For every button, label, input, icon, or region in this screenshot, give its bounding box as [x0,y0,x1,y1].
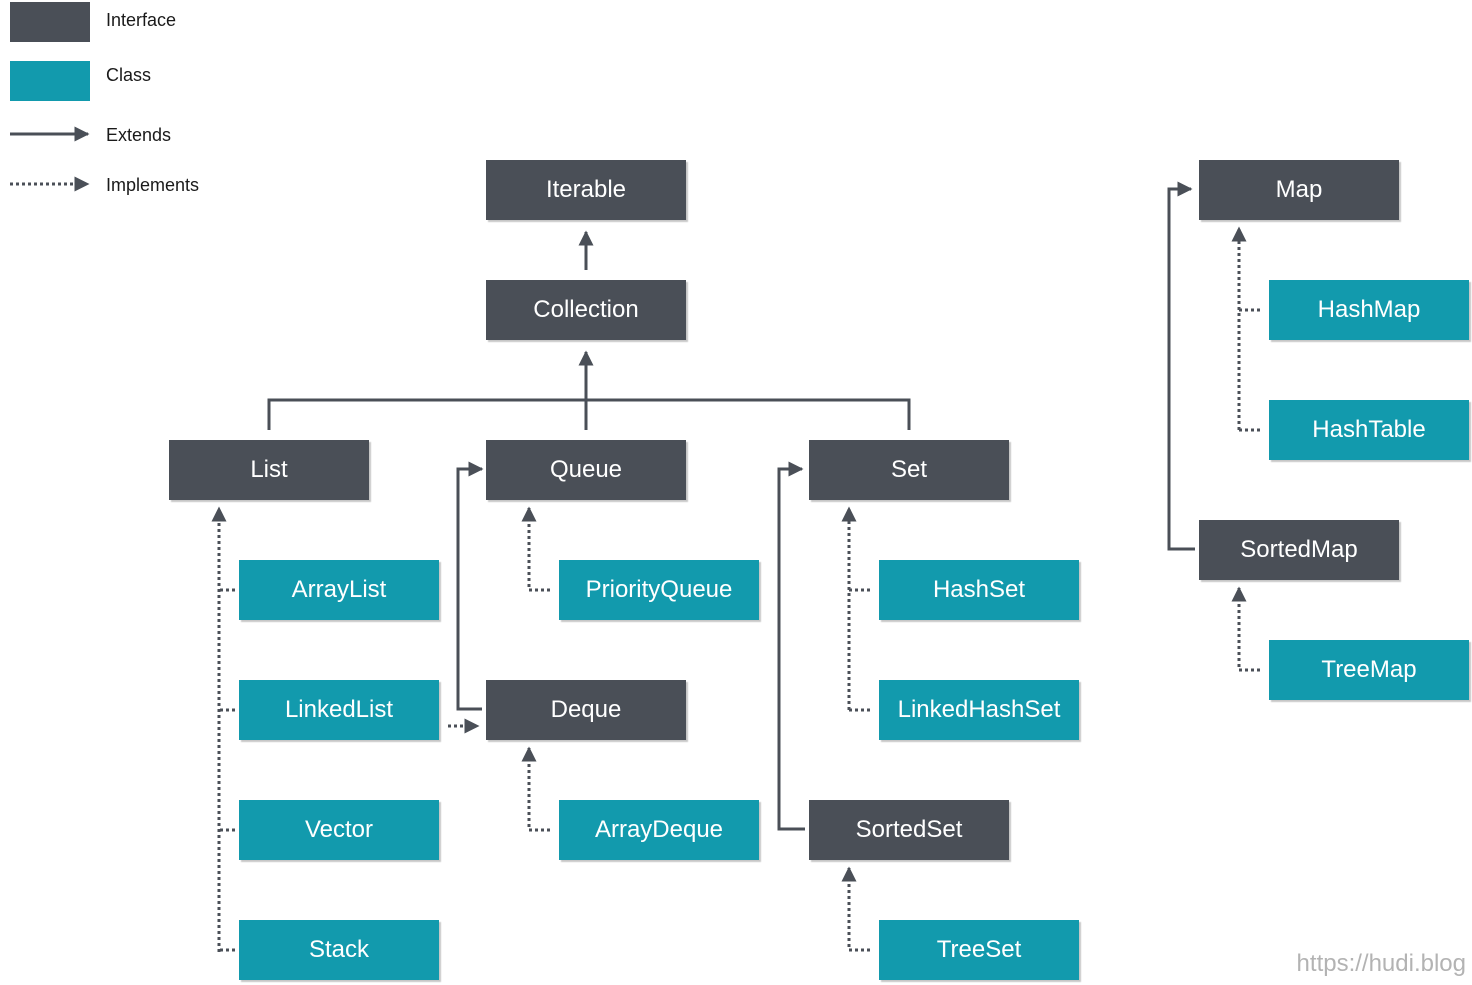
legend-extends-label: Extends [106,125,172,145]
node-priorityqueue: PriorityQueue [559,560,759,620]
node-vector: Vector [239,800,439,860]
node-hashtable: HashTable [1269,400,1469,460]
node-set: Set [809,440,1009,500]
edge-sortedset-set [777,461,805,831]
edge-deque-queue [456,461,484,711]
node-sortedmap: SortedMap [1199,520,1399,580]
node-arraylist: ArrayList [239,560,439,620]
edge-treeset-sortedset [841,866,870,952]
edge-set-collection [586,398,911,430]
edge-arraydeque-deque [521,746,550,832]
node-arraydeque: ArrayDeque [559,800,759,860]
node-sortedset: SortedSet [809,800,1009,860]
edge-sortedmap-map [1167,181,1195,551]
legend-interface-label: Interface [106,10,177,30]
node-treemap: TreeMap [1269,640,1469,700]
edge-priorityqueue-queue [521,506,550,592]
node-list: List [169,440,369,500]
node-linkedhashset: LinkedHashSet [879,680,1079,740]
watermark: https://hudi.blog [1296,950,1466,977]
edge-treemap-sortedmap [1231,586,1260,672]
node-iterable: Iterable [486,160,686,220]
legend-class-swatch [10,61,90,101]
legend-interface-swatch [10,2,90,42]
legend-class-label: Class [106,65,152,85]
node-map: Map [1199,160,1399,220]
node-hashmap: HashMap [1269,280,1469,340]
node-treeset: TreeSet [879,920,1079,980]
node-linkedlist: LinkedList [239,680,439,740]
node-deque: Deque [486,680,686,740]
node-hashset: HashSet [879,560,1079,620]
node-stack: Stack [239,920,439,980]
node-queue: Queue [486,440,686,500]
edge-list-collection [267,398,586,430]
node-collection: Collection [486,280,686,340]
legend-implements-label: Implements [106,175,200,195]
